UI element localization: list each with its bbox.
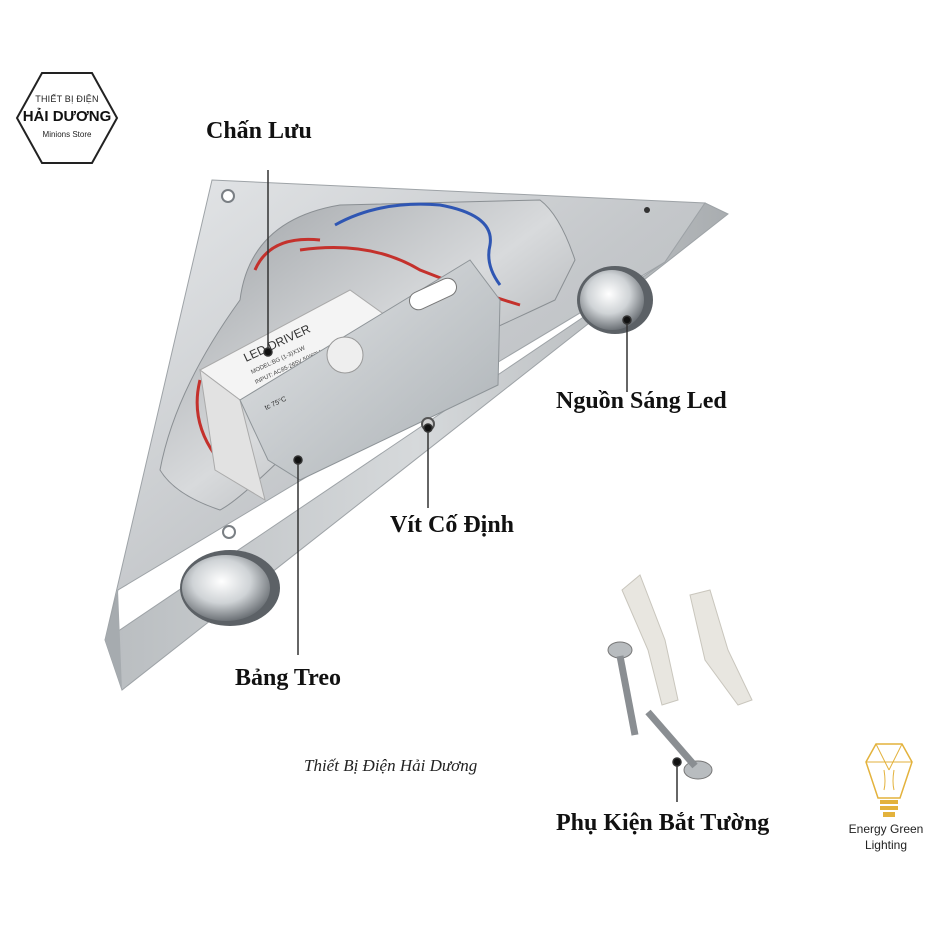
light-bulb-icon <box>865 743 913 817</box>
led-driver-box: LED DRIVER MODEL:BG (1-3)X1W INPUT: AC85… <box>199 289 386 502</box>
label-ballast: Chấn Lưu <box>206 118 312 144</box>
logo-line-1: THIẾT BỊ ĐIỆN <box>35 94 99 104</box>
label-screw: Vít Cố Định <box>390 512 515 538</box>
brand2-line-1: Energy Green <box>848 822 924 836</box>
wall-plug-2 <box>689 589 753 706</box>
screw-2 <box>645 709 713 780</box>
label-led-source: Nguồn Sáng Led <box>556 388 727 414</box>
label-wall-accessories: Phụ Kiện Bắt Tường <box>556 810 770 836</box>
led-lens-right <box>577 266 653 334</box>
mounting-bracket: tc 75°C <box>239 259 501 481</box>
store-logo: THIẾT BỊ ĐIỆN HẢI DƯƠNG Minions Store <box>14 70 120 166</box>
energy-green-brand: Energy Green Lighting <box>840 740 934 860</box>
hexagon-frame-icon <box>15 72 119 164</box>
label-bracket: Bảng Treo <box>235 665 342 691</box>
callout-lines <box>263 170 682 802</box>
watermark-text: Thiết Bị Điện Hải Dương <box>304 756 478 775</box>
brand2-line-2: Lighting <box>864 838 908 852</box>
wall-plug-1 <box>621 574 679 706</box>
logo-line-2: HẢI DƯƠNG <box>22 108 112 125</box>
led-lens-left <box>180 550 280 626</box>
logo-line-3: Minions Store <box>42 130 92 139</box>
screw-1 <box>607 641 639 736</box>
